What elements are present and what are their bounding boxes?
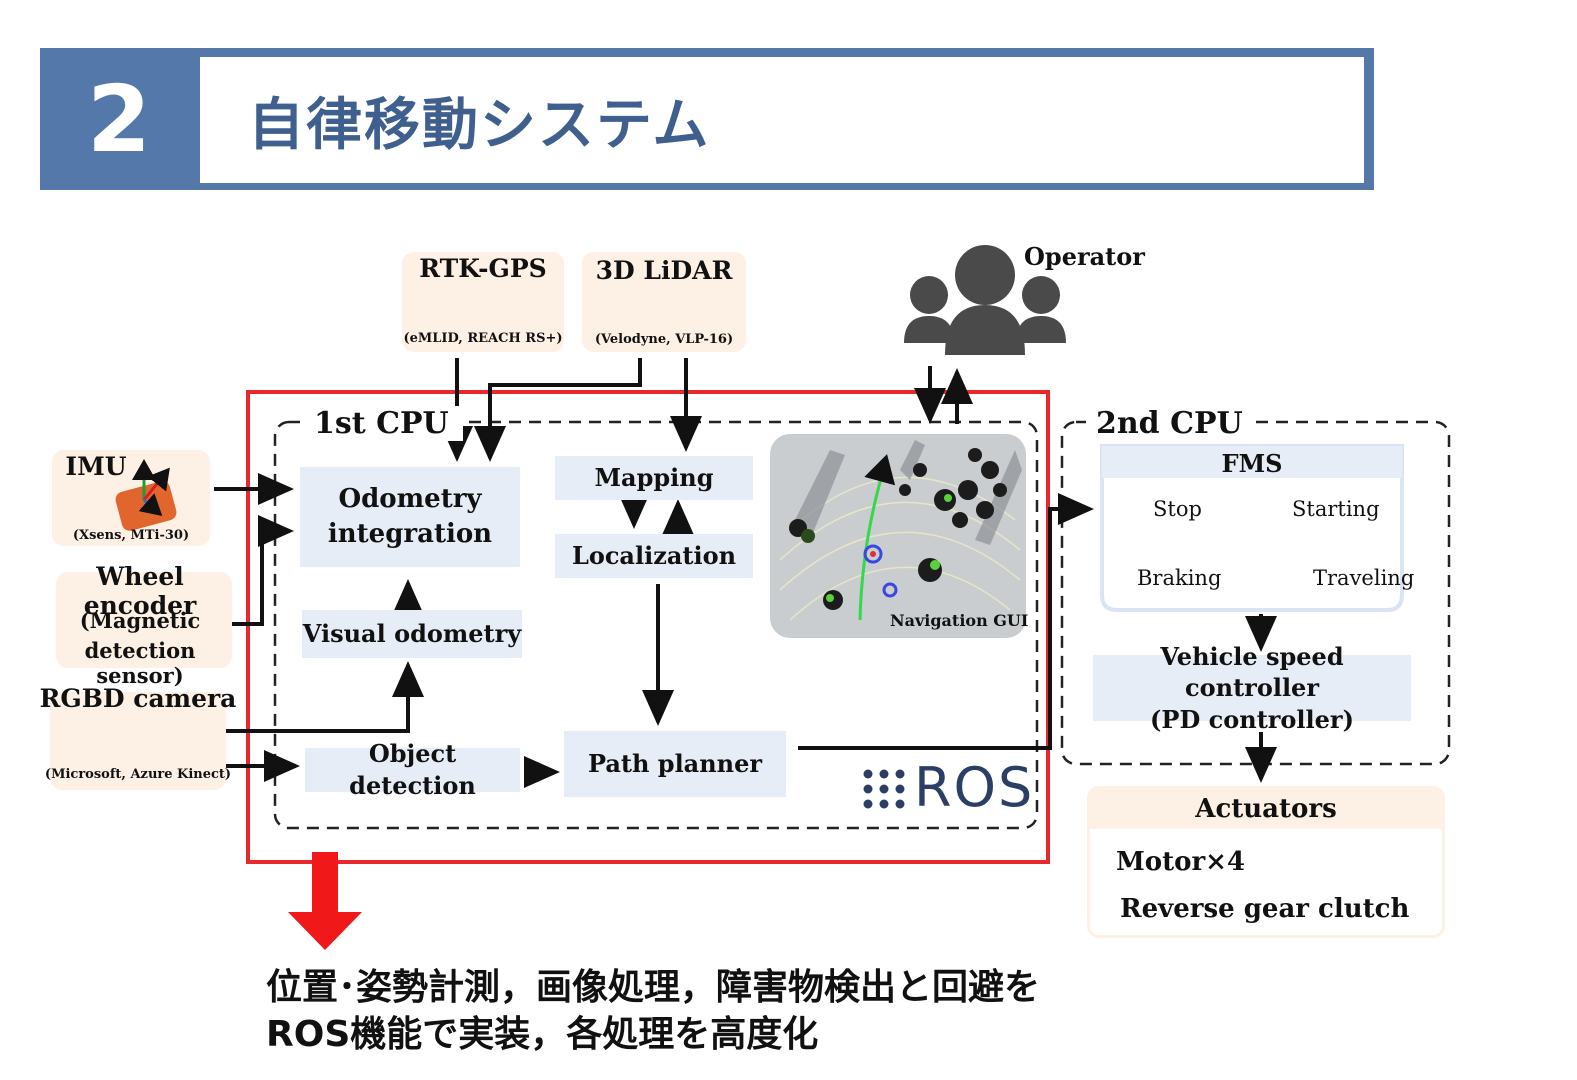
rgbd-camera-box: RGBD camera (Microsoft, Azure Kinect): [38, 684, 238, 790]
fms-state-stop: Stop: [1153, 497, 1202, 521]
vehicle-speed-controller-box: Vehicle speed controller (PD controller): [1093, 642, 1411, 734]
fms-box: [1100, 444, 1404, 612]
ros-logo-text: ROS: [914, 756, 1035, 819]
wheel-encoder-detail-1: (Magnetic: [79, 608, 201, 633]
fms-header: [1102, 446, 1402, 478]
actuators-title: Actuators: [1090, 789, 1442, 829]
page-title: 自律移動システム: [248, 93, 711, 158]
lidar-model: (Velodyne, VLP-16): [594, 332, 734, 347]
wheel-encoder-detail-2: detection sensor): [84, 638, 196, 688]
navigation-gui-image: [770, 434, 1026, 638]
rtk-gps-model: (eMLID, REACH RS+): [403, 331, 563, 346]
rtk-gps-box: RTK-GPS (eMLID, REACH RS+): [402, 252, 564, 352]
wheel-encoder-box: Wheel encoder (Magnetic detection sensor…: [40, 562, 240, 688]
actuators-box: Actuators Motor×4 Reverse gear clutch: [1087, 786, 1445, 938]
summary-line-2: ROS機能で実装，各処理を高度化: [266, 1014, 819, 1055]
lidar-title: 3D LiDAR: [595, 256, 733, 285]
rtk-gps-title: RTK-GPS: [419, 254, 547, 283]
rgbd-camera-model: (Microsoft, Azure Kinect): [44, 767, 232, 782]
fms-state-braking: Braking: [1137, 566, 1222, 590]
localization-box: Localization: [555, 534, 753, 578]
cpu2-label: 2nd CPU: [1086, 406, 1253, 441]
lidar-box: 3D LiDAR (Velodyne, VLP-16): [582, 252, 746, 352]
section-number: 2: [86, 65, 151, 173]
arrow-rgbd-to-visual-odometry: [222, 661, 424, 733]
cpu1-label: 1st CPU: [300, 406, 463, 441]
fms-title: FMS: [1221, 449, 1283, 478]
visual-odometry-box: Visual odometry: [302, 610, 522, 658]
mapping-box: Mapping: [555, 456, 753, 500]
speed-controller-line-2: (PD controller): [1150, 704, 1354, 734]
actuator-item-motor: Motor×4: [1116, 847, 1246, 877]
imu-title: IMU: [65, 452, 127, 481]
fms-state-traveling: Traveling: [1313, 566, 1415, 590]
header-title-panel: [200, 57, 1364, 183]
imu-model: (Xsens, MTi-30): [72, 528, 190, 543]
actuator-item-clutch: Reverse gear clutch: [1120, 894, 1410, 924]
imu-box: IMU (Xsens, MTi-30): [52, 450, 210, 546]
arrow-wheel-to-odometry: [214, 515, 294, 626]
arrow-lidar-to-odometry: [474, 358, 642, 462]
wheel-encoder-title: Wheel encoder: [83, 562, 197, 620]
fms-state-starting: Starting: [1292, 497, 1380, 521]
odometry-line-1: Odometry: [338, 483, 482, 514]
arrow-path-planner-to-fms: [798, 493, 1094, 750]
path-planner-box: Path planner: [564, 731, 786, 797]
summary-line-1: 位置･姿勢計測，画像処理，障害物検出と回避を: [266, 967, 1041, 1008]
big-red-arrow: [288, 852, 362, 950]
speed-controller-line-1: Vehicle speed controller: [1160, 642, 1344, 703]
odometry-integration-box: Odometry integration: [300, 467, 520, 567]
operator-label: Operator: [1024, 242, 1145, 271]
ros-logo-dots: [863, 769, 905, 809]
operator-icon: [904, 245, 1066, 355]
object-detection-box: Object detection: [305, 739, 520, 800]
imu-device: [115, 459, 177, 531]
odometry-line-2: integration: [327, 519, 493, 549]
navigation-gui-label: Navigation GUI: [890, 611, 1029, 630]
cpu1-frame: [273, 420, 1039, 830]
rgbd-camera-title: RGBD camera: [39, 684, 237, 713]
